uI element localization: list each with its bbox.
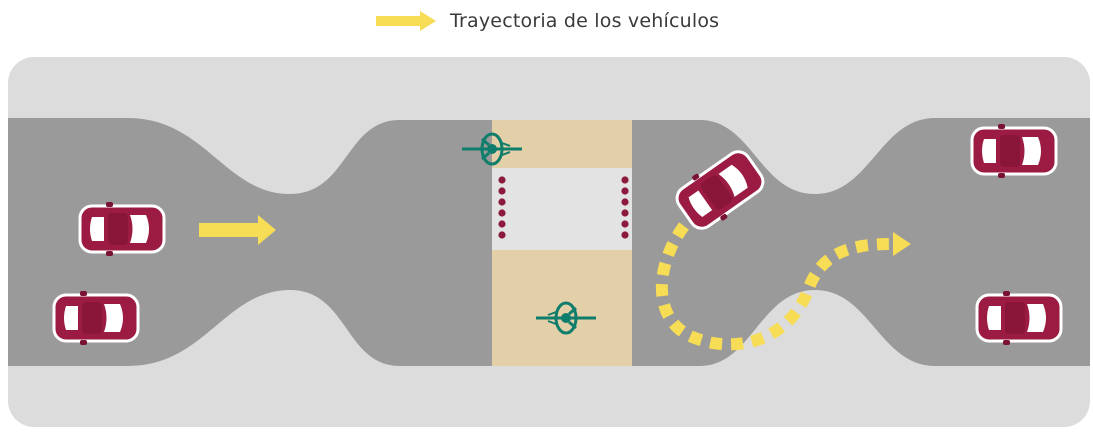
yellow-arrow-icon (376, 11, 436, 31)
curved-trajectory-path (655, 222, 893, 351)
legend: Trayectoria de los vehículos (374, 2, 719, 40)
legend-label: Trayectoria de los vehículos (450, 10, 720, 32)
car-icon (970, 122, 1058, 180)
car-icon (52, 289, 140, 347)
car-icon (78, 200, 166, 258)
bollards-left (498, 176, 506, 239)
raised-platform (492, 168, 632, 250)
bollards-right (621, 176, 629, 239)
curved-trajectory-arrowhead (893, 232, 911, 256)
car-icon (975, 289, 1063, 347)
straight-trajectory-arrow (199, 215, 276, 245)
